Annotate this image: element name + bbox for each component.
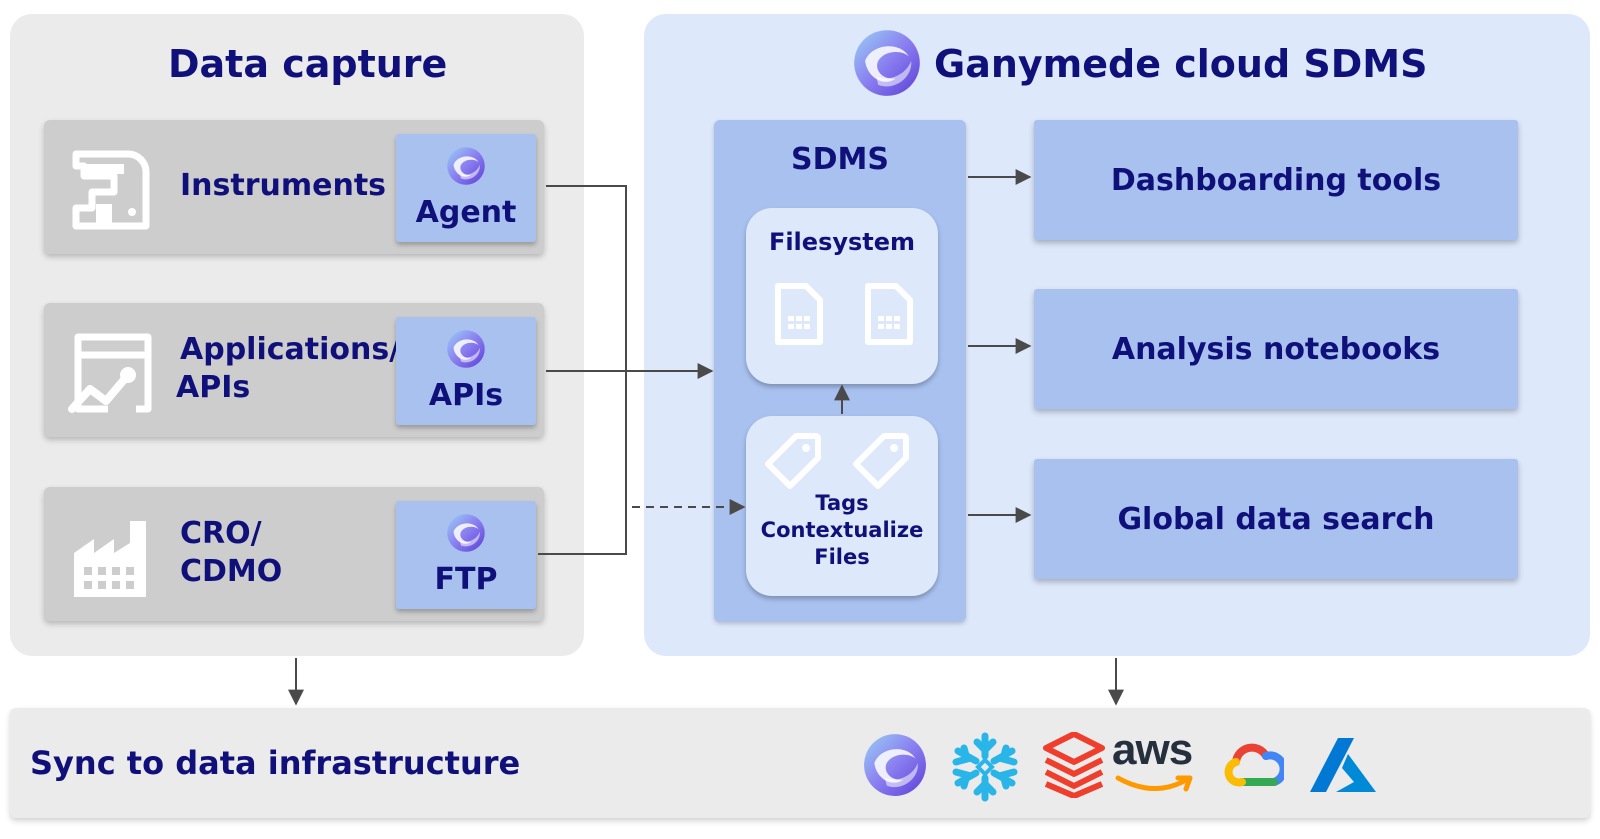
sync-title: Sync to data infrastructure (30, 744, 521, 782)
ganymede-logo-icon (862, 732, 928, 798)
aws-wordmark: aws (1112, 725, 1193, 774)
databricks-icon (1043, 732, 1105, 798)
factory-icon (74, 521, 146, 597)
source-label: CRO/ (180, 516, 262, 551)
snowflake-icon (952, 732, 1018, 802)
tag-icon (765, 433, 821, 489)
tag-icon (853, 433, 909, 489)
tags-label: Tags (815, 491, 869, 515)
sdms-title: SDMS (791, 142, 889, 177)
file-table-icon (775, 283, 823, 345)
source-label-line2: APIs (176, 370, 251, 405)
source-label: Applications/ (180, 332, 401, 367)
cloud-sdms-title: Ganymede cloud SDMS (934, 42, 1428, 86)
apis-connector[interactable]: APIs (396, 317, 536, 425)
filesystem-card[interactable]: Filesystem (746, 208, 938, 384)
connector-label: APIs (428, 378, 504, 413)
connector-label: FTP (434, 562, 498, 597)
data-capture-title: Data capture (168, 42, 448, 86)
global-data-search-card[interactable]: Global data search (1034, 459, 1518, 579)
google-cloud-icon (1224, 743, 1284, 787)
application-chart-icon (68, 333, 152, 413)
source-label-line2: CDMO (180, 554, 283, 589)
tags-label-line2: Contextualize (760, 518, 924, 542)
agent-connector[interactable]: Agent (396, 134, 536, 242)
source-label: Instruments (180, 168, 387, 203)
source-card-cro: CRO/ CDMO FTP (44, 487, 544, 621)
dashboarding-tools-card[interactable]: Dashboarding tools (1034, 120, 1518, 240)
azure-icon (1310, 738, 1376, 792)
aws-icon: aws (1112, 728, 1196, 798)
analysis-notebooks-card[interactable]: Analysis notebooks (1034, 289, 1518, 409)
source-card-instruments: Instruments Agent (44, 120, 544, 254)
file-table-icon (865, 283, 913, 345)
filesystem-label: Filesystem (768, 228, 916, 256)
source-card-applications: Applications/ APIs APIs (44, 303, 544, 437)
connector-label: Agent (415, 195, 517, 230)
instrument-icon (72, 150, 150, 230)
ftp-connector[interactable]: FTP (396, 501, 536, 609)
tags-label-line3: Files (814, 545, 870, 569)
tags-card[interactable]: Tags Contextualize Files (746, 416, 938, 596)
